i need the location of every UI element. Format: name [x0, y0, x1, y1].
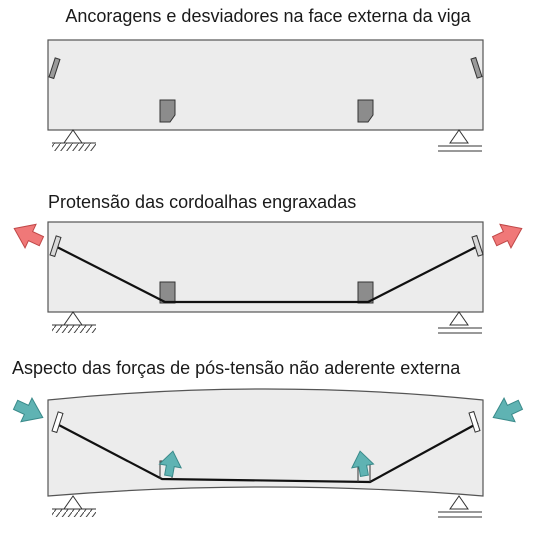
force-arrow-icon	[350, 450, 375, 478]
anchorage-icon	[470, 56, 483, 79]
pin-support-icon	[52, 311, 96, 333]
anchorage-icon	[48, 57, 61, 80]
pin-support-icon	[52, 495, 96, 517]
pin-support-icon	[52, 129, 96, 151]
tendon	[54, 245, 479, 304]
roller-support-icon	[438, 129, 482, 152]
anchorage-icon	[471, 234, 484, 257]
panel-2	[13, 221, 523, 334]
panel-2-title: Protensão das cordoalhas engraxadas	[48, 192, 357, 212]
deviator-icon	[159, 99, 176, 123]
anchorage-icon	[49, 235, 62, 258]
beam-1	[47, 39, 484, 131]
anchorage-icon	[51, 411, 64, 434]
tendon	[54, 422, 479, 484]
roller-support-icon	[438, 495, 482, 518]
anchorage-icon	[468, 410, 481, 433]
force-arrow-icon	[158, 450, 183, 478]
force-arrow-icon	[12, 397, 44, 423]
roller-support-icon	[438, 311, 482, 334]
panel-1-title: Ancoragens e desviadores na face externa…	[65, 6, 471, 26]
tension-arrow-icon	[491, 223, 523, 249]
deviator-icon	[357, 99, 374, 123]
beam-3-cambered	[47, 388, 484, 497]
panel-3	[12, 388, 524, 518]
panel-3-title: Aspecto das forças de pós-tensão não ade…	[12, 358, 461, 378]
panel-1	[47, 39, 484, 152]
tension-arrow-icon	[13, 223, 45, 249]
force-arrow-icon	[492, 397, 524, 423]
beam-2	[47, 221, 484, 313]
